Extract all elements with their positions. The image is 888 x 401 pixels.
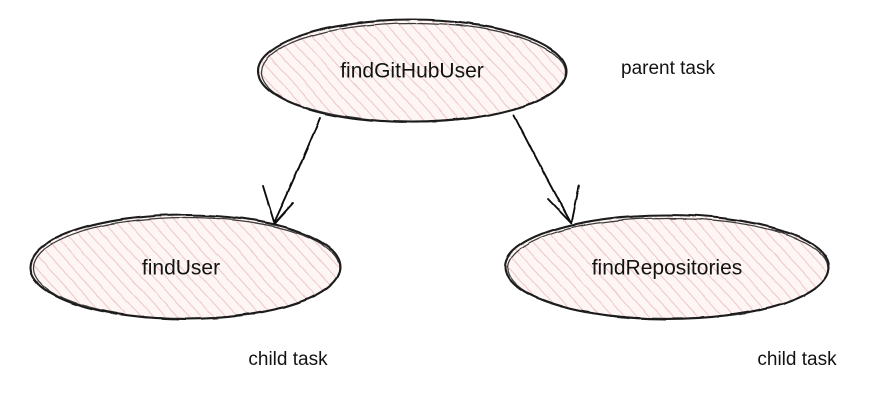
- node-find-user-label: findUser: [142, 257, 220, 280]
- annotation-child-task-left: child task: [248, 349, 328, 370]
- edge-parent-to-find-user-line: [273, 117, 321, 224]
- node-find-git-hub-user[interactable]: findGitHubUser: [256, 18, 568, 124]
- node-find-git-hub-user-fill: [258, 20, 566, 122]
- node-find-user-fill: [30, 215, 340, 319]
- node-find-repositories[interactable]: findRepositories: [503, 213, 831, 321]
- node-find-user-outline-echo: [32, 216, 341, 320]
- node-find-git-hub-user-outline-echo: [260, 22, 567, 123]
- edge-parent-to-find-repositories: [513, 114, 580, 225]
- annotation-parent-task: parent task: [621, 58, 715, 79]
- node-find-user[interactable]: findUser: [28, 213, 342, 321]
- node-find-repositories-label: findRepositories: [592, 257, 743, 280]
- annotation-child-task-right: child task: [757, 349, 837, 370]
- node-find-repositories-fill: [505, 215, 829, 319]
- edge-parent-to-find-repositories-arrowhead: [547, 185, 580, 225]
- node-find-git-hub-user-label: findGitHubUser: [340, 60, 484, 83]
- edge-parent-to-find-user: [262, 117, 321, 225]
- node-find-repositories-outline-echo: [507, 217, 829, 320]
- edge-parent-to-find-repositories-line: [513, 114, 572, 224]
- edge-parent-to-find-user-arrowhead: [262, 185, 294, 225]
